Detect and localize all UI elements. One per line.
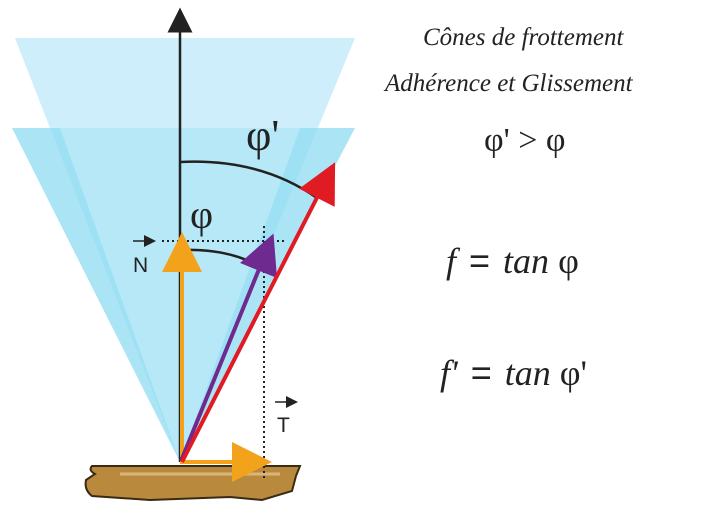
sliding-resultant-arrow [180, 162, 336, 463]
phi-prime-label: φ' [246, 111, 279, 160]
formula-lhs: f [446, 241, 457, 281]
formula-equals: = [470, 352, 492, 393]
T-label: T [277, 414, 290, 437]
angle-inequality: φ' > φ [484, 122, 566, 159]
adherence-resultant-arrow [179, 233, 277, 462]
formula-arg: φ [558, 241, 579, 281]
formula-arg: φ' [559, 353, 588, 393]
phi-label: φ [190, 192, 213, 237]
title-line-1: Cônes de frottement [423, 24, 624, 51]
formula-lhs: f' [440, 353, 458, 393]
title-line-2: Adhérence et Glissement [385, 70, 633, 97]
formula-equals: = [469, 240, 491, 281]
ground-block [84, 465, 302, 502]
formula-adherence: f = tan φ [446, 240, 579, 282]
N-label: N [133, 254, 148, 277]
formula-sliding: f' = tan φ' [440, 352, 587, 394]
formula-func: tan [504, 353, 551, 393]
formula-func: tan [503, 241, 550, 281]
